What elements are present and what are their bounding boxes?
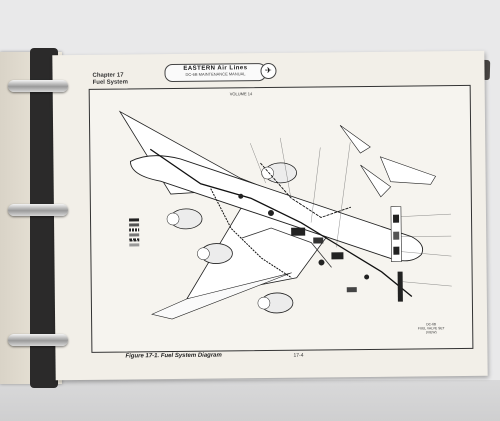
inset-valve-part bbox=[392, 214, 400, 223]
inset-valve-part bbox=[393, 246, 400, 255]
fuel-system-diagram: VOLUME 14 bbox=[88, 84, 474, 353]
airline-logo-icon: ✈ bbox=[260, 62, 277, 80]
fuel-selector bbox=[331, 252, 344, 260]
propeller-hub-3 bbox=[261, 166, 274, 180]
leader-line bbox=[280, 137, 291, 198]
vent-line bbox=[260, 162, 352, 218]
inset-leader bbox=[401, 251, 452, 257]
inset-leader bbox=[401, 213, 452, 217]
horizontal-stabilizer bbox=[379, 156, 437, 185]
fuel-pump-block bbox=[313, 237, 324, 244]
inset-caption: DC-6B FUEL VALVE SET (VIEW) bbox=[417, 322, 445, 335]
inset-leader bbox=[401, 235, 452, 237]
manual-title: DC-6B MAINTENANCE MANUAL bbox=[185, 71, 246, 77]
propeller-hub-1 bbox=[166, 212, 180, 226]
right-wing-tip bbox=[151, 272, 292, 320]
airline-banner: EASTERN Air Lines DC-6B MAINTENANCE MANU… bbox=[164, 63, 267, 83]
junction-2 bbox=[238, 193, 244, 199]
chapter-heading: Chapter 17 Fuel System bbox=[92, 72, 128, 86]
chapter-section: Fuel System bbox=[92, 79, 128, 86]
line-type-legend bbox=[129, 217, 141, 247]
fuel-valve-assembly bbox=[291, 227, 306, 236]
tail-fin-upper bbox=[360, 164, 392, 198]
binder-ring-middle bbox=[8, 204, 68, 216]
junction-4 bbox=[364, 274, 370, 280]
crossfeed-line bbox=[210, 188, 292, 279]
main-fuel-line bbox=[149, 148, 413, 298]
propeller-hub-2 bbox=[197, 247, 210, 260]
inset-leader bbox=[401, 281, 452, 287]
junction-1 bbox=[267, 209, 274, 216]
leader-line bbox=[250, 143, 266, 184]
inset-valve-part bbox=[393, 231, 400, 240]
binder-ring-top bbox=[8, 80, 68, 92]
table-surface bbox=[0, 380, 500, 421]
manual-page: Chapter 17 Fuel System EASTERN Air Lines… bbox=[52, 50, 488, 381]
inset-fuel-tube bbox=[397, 271, 403, 302]
propeller-hub-4 bbox=[257, 296, 271, 310]
leader-line bbox=[310, 147, 321, 223]
leader-line bbox=[336, 142, 351, 248]
aircraft-cutaway-illustration bbox=[118, 110, 452, 320]
junction-3 bbox=[318, 259, 325, 266]
fuselage bbox=[129, 155, 424, 262]
figure-caption: Figure 17-1. Fuel System Diagram bbox=[125, 352, 222, 360]
binder-ring-bottom bbox=[8, 334, 68, 346]
fuel-filter bbox=[346, 287, 357, 293]
page-number: 17-4 bbox=[293, 352, 304, 359]
tail-tip bbox=[339, 125, 371, 154]
